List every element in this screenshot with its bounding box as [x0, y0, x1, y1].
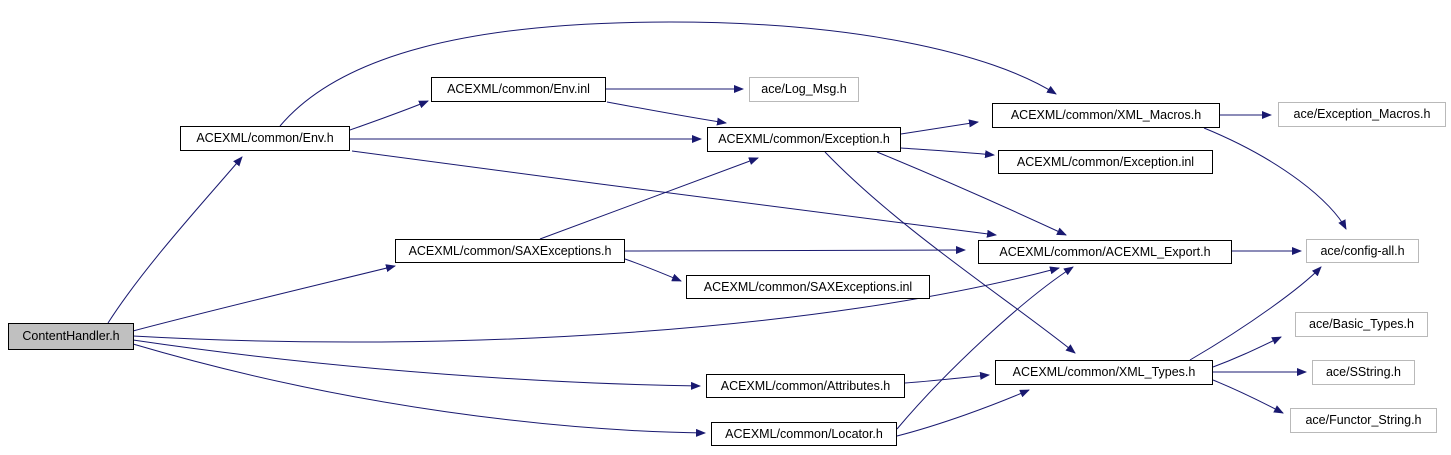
node-attributes-h[interactable]: ACEXML/common/Attributes.h — [706, 374, 905, 398]
edge-attributes-h-to-xml-types-h — [904, 371, 990, 384]
node-env-inl[interactable]: ACEXML/common/Env.inl — [431, 77, 606, 102]
edge-exception-h-to-xml-macros-h — [900, 119, 979, 135]
edge-env-h-to-env-inl — [349, 100, 429, 131]
edge-saxexceptions-h-to-exception-h — [539, 157, 759, 240]
node-exception-macros-h: ace/Exception_Macros.h — [1278, 102, 1446, 127]
edge-exception-h-to-xml-types-h — [824, 151, 1076, 354]
edge-locator-h-to-acexml-export-h — [896, 266, 1074, 430]
node-contenthandler-h: ContentHandler.h — [8, 323, 134, 350]
edge-contenthandler-to-env-h — [107, 156, 243, 324]
node-xml-types-h[interactable]: ACEXML/common/XML_Types.h — [995, 360, 1213, 385]
node-saxexceptions-inl[interactable]: ACEXML/common/SAXExceptions.inl — [686, 275, 930, 299]
node-exception-h[interactable]: ACEXML/common/Exception.h — [707, 127, 901, 152]
edge-contenthandler-to-saxexceptions-h — [132, 264, 396, 332]
node-env-h[interactable]: ACEXML/common/Env.h — [180, 126, 350, 151]
node-sstring-h: ace/SString.h — [1312, 360, 1415, 385]
node-acexml-export-h[interactable]: ACEXML/common/ACEXML_Export.h — [978, 240, 1232, 264]
node-exception-inl[interactable]: ACEXML/common/Exception.inl — [998, 150, 1213, 174]
edge-xml-macros-h-to-config-all-h — [1203, 127, 1347, 230]
edge-saxexceptions-h-to-saxexceptions-inl — [624, 258, 682, 282]
edge-env-inl-to-exception-h — [606, 101, 727, 126]
edge-locator-h-to-xml-types-h — [896, 389, 1030, 437]
edge-exception-h-to-exception-inl — [900, 147, 995, 159]
edge-exception-h-to-acexml-export-h — [876, 151, 1067, 236]
node-basic-types-h: ace/Basic_Types.h — [1295, 312, 1428, 337]
edge-contenthandler-to-acexml-export-h — [132, 266, 1060, 343]
node-xml-macros-h[interactable]: ACEXML/common/XML_Macros.h — [992, 103, 1220, 128]
node-log-msg-h: ace/Log_Msg.h — [749, 77, 859, 102]
edge-xml-types-h-to-config-all-h — [1189, 266, 1322, 361]
edge-xml-types-h-to-basic-types-h — [1212, 336, 1282, 368]
node-functor-string-h: ace/Functor_String.h — [1290, 408, 1437, 433]
edge-xml-types-h-to-functor-string-h — [1212, 379, 1284, 414]
edge-contenthandler-to-attributes-h — [132, 339, 701, 390]
edge-env-h-to-xml-macros-h — [279, 21, 1057, 127]
node-locator-h[interactable]: ACEXML/common/Locator.h — [711, 422, 897, 446]
edge-env-h-to-acexml-export-h — [351, 150, 997, 238]
node-saxexceptions-h[interactable]: ACEXML/common/SAXExceptions.h — [395, 239, 625, 263]
edge-contenthandler-to-locator-h — [132, 343, 706, 437]
edge-saxexceptions-h-to-acexml-export-h — [624, 246, 966, 255]
node-config-all-h: ace/config-all.h — [1306, 239, 1419, 263]
